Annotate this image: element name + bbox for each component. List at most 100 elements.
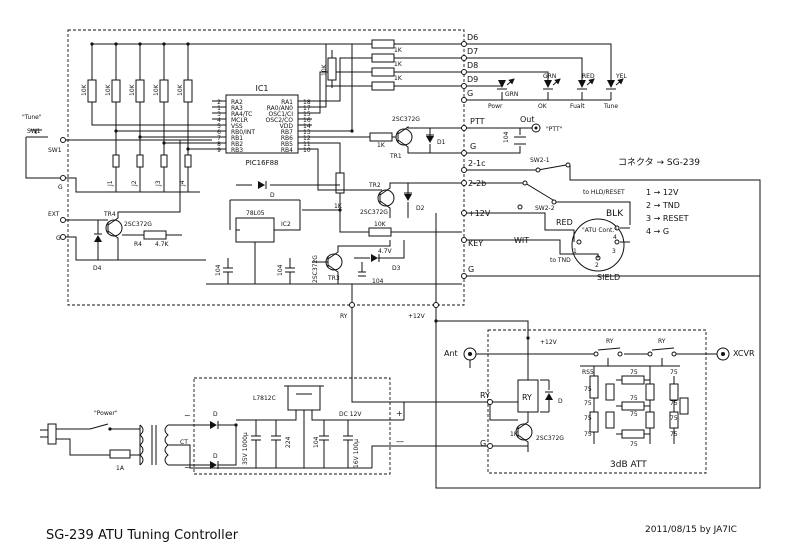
ic1-pin-num-r9: 10 — [303, 147, 311, 154]
d1-label: D1 — [437, 139, 446, 146]
ic1-name: IC1 — [255, 84, 268, 93]
att-ry-term: RY — [480, 391, 490, 400]
r10k-1-label: 10K — [81, 83, 88, 96]
ic1-pin-num-r7: 12 — [303, 135, 311, 142]
j4-label: J4 — [179, 180, 186, 187]
term-d8: D8 — [467, 61, 478, 70]
d4-label: D4 — [93, 265, 102, 272]
page-title: SG-239 ATU Tuning Controller — [46, 528, 239, 543]
psu-d1: D — [213, 411, 218, 418]
r10k-2-label: 10K — [105, 83, 112, 96]
psu-box-outline — [193, 377, 391, 475]
sw2: SW2-1 SW2-2 to HLD/RESET — [467, 157, 761, 297]
atu-n3: 3 — [612, 248, 616, 255]
att-r75-8: 75 — [630, 411, 638, 418]
wire-to-tnd: to TND — [550, 257, 571, 264]
psu-ct: CT — [180, 439, 188, 446]
att-section: 3dB ATT +12V RY D 1K 2SC372G RY G Ant XC… — [404, 336, 755, 470]
att-rs5: RS5 — [582, 369, 594, 376]
ic1-pin-num-l3: 3 — [217, 111, 221, 118]
j3-label: J3 — [155, 180, 162, 187]
ic1-pin-num-r3: 15 — [303, 111, 311, 118]
ic1-pin-num-r1: 18 — [303, 99, 311, 106]
term-ptt: PTT — [470, 117, 485, 126]
tr4-label: TR4 — [103, 211, 116, 218]
tr4-part: 2SC372G — [124, 221, 152, 228]
term-ry: RY — [340, 313, 348, 320]
psu-minus: — — [396, 437, 404, 446]
d2-label: D2 — [416, 205, 425, 212]
term-key: KEY — [468, 239, 483, 248]
att-ant: Ant — [444, 349, 458, 358]
c104-c-label: 104 — [372, 278, 384, 285]
ic1-pin-num-l4: 4 — [217, 117, 221, 124]
ic1-pin-name-l9: RB3 — [231, 147, 243, 154]
term-d6: D6 — [467, 33, 478, 42]
r4-value: 4.7K — [155, 241, 170, 248]
ic1-pin-num-r4: 16 — [303, 117, 311, 124]
c104-ptt-label: 104 — [503, 131, 510, 143]
ic1-pin-name-l8: RB2 — [231, 141, 243, 148]
ic1-pin-name-l4: MCLR — [231, 117, 248, 124]
tr1-part: 2SC372G — [392, 116, 420, 123]
ext-input: EXT G TR4 2SC372G R4 4.7K D4 — [48, 140, 206, 272]
att-ry-sw2: RY — [658, 338, 666, 345]
r-tr1-label: 1K — [377, 142, 386, 149]
term-sw1: SW1 — [48, 147, 62, 154]
att-xcvr: XCVR — [733, 349, 755, 358]
z47-label: 4.7V — [378, 248, 393, 255]
att-r75-3: 75 — [670, 369, 678, 376]
term-g-sield: G — [468, 265, 474, 274]
ptt-jack-label: "PTT" — [546, 126, 563, 133]
att-tr-part: 2SC372G — [536, 435, 564, 442]
psu-ac2: ~ — [184, 463, 191, 472]
ic1-pin-num-l8: 8 — [217, 141, 221, 148]
sw2-hld-label: to HLD/RESET — [583, 189, 625, 196]
led-2-label: OK — [538, 103, 548, 110]
connector-info: コネクタ → SG-239 1 → 12V 2 → TND 3 → RESET … — [606, 157, 700, 236]
sw2-2-label: SW2-2 — [535, 205, 555, 212]
connector-pin-1: 1 → 12V — [646, 188, 679, 197]
psu-l7812: L7812C — [253, 395, 276, 402]
ic1-pin-num-l1: 2 — [217, 99, 221, 106]
r10k-top-label: 10K — [321, 63, 328, 76]
tr2-stage: 1K TR2 2SC372G D2 2-1c 2-2b D — [236, 142, 486, 218]
ic1-pin-name-l5: VSS — [231, 123, 243, 130]
atu-n1: 1 — [573, 248, 577, 255]
ic1-pin-num-r6: 13 — [303, 129, 311, 136]
r10k-tr3-label: 10K — [374, 221, 387, 228]
ic1: IC1 PIC16F88 RA2 RA3 RA4/TC MCLR VSS RB0… — [212, 84, 312, 167]
att-r75-4: 75 — [584, 400, 592, 407]
ic1-pin-num-l6: 6 — [217, 129, 221, 136]
ic1-pin-name-r8: RB5 — [281, 141, 293, 148]
date-credit: 2011/08/15 by JA7IC — [645, 525, 737, 535]
tr2-part: 2SC372G — [360, 209, 388, 216]
sw2-1-label: SW2-1 — [530, 157, 550, 164]
att-r75-6: 75 — [670, 400, 678, 407]
connector-heading: コネクタ → SG-239 — [618, 157, 700, 168]
ic1-pin-name-l7: RB1 — [231, 135, 243, 142]
r1k-b-label: 1K — [394, 61, 403, 68]
tr2-label: TR2 — [368, 182, 381, 189]
led-4-label: Tune — [603, 103, 618, 110]
led-2-color: GRN — [543, 73, 556, 80]
wire-sield: SIELD — [597, 273, 620, 282]
psu-d2: D — [213, 453, 218, 460]
led-3-label: Fualt — [570, 103, 585, 110]
ic1-pin-name-l1: RA2 — [231, 99, 243, 106]
board-outputs: RY +12V — [340, 213, 761, 489]
j1-label: J1 — [107, 180, 114, 187]
led-4-color: YEL — [615, 73, 627, 80]
tr3-part: 2SC372G — [312, 255, 319, 283]
connector-pin-2: 2 → TND — [646, 201, 680, 210]
c104-b-label: 104 — [277, 264, 284, 276]
atu-n2: 2 — [595, 262, 599, 269]
led-bank: GRN GRN RED YEL Powr OK Fualt Tune — [467, 43, 627, 110]
psu-c2-cap: 16V 100μ — [353, 439, 360, 468]
connector-blk: BLK — [606, 209, 624, 219]
tr3-label: TR3 — [327, 275, 340, 282]
led-1-label: Powr — [488, 103, 503, 110]
ic1-pin-name-r4: OSC2/CO — [266, 117, 294, 124]
r-tr2-label: 1K — [334, 203, 343, 210]
